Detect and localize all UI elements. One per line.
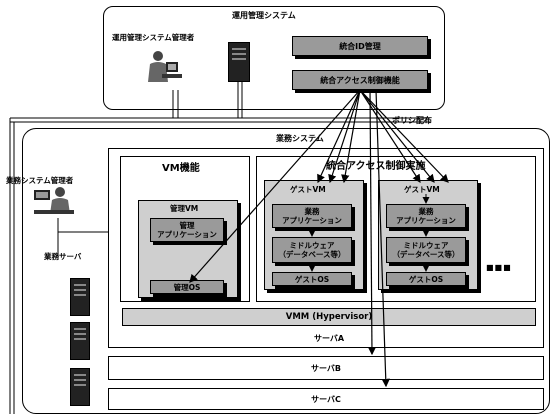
guest-vm-1-os-box: ゲストOS xyxy=(272,272,352,286)
guest-vm-title-2: ゲストVM xyxy=(404,185,440,194)
server-c-box: サーバC xyxy=(108,388,544,410)
access-control-enforcement-title: 統合アクセス制御実施 xyxy=(326,161,426,172)
guest-vm-title-1: ゲストVM xyxy=(290,185,326,194)
business-system-title: 業務システム xyxy=(276,134,324,143)
business-admin-label: 業務システム管理者 xyxy=(6,176,74,185)
policy-distribution-label: ポリシ配布 xyxy=(392,116,432,125)
business-server-icon-1 xyxy=(70,278,90,316)
management-app-box: 管理 アプリケーション xyxy=(150,218,224,242)
ops-admin-label: 運用管理システム管理者 xyxy=(112,33,195,42)
guest-vm-1-middleware-box: ミドルウェア （データベース等） xyxy=(272,237,352,263)
server-b-box: サーバB xyxy=(108,356,544,380)
business-server-icon-3 xyxy=(70,368,90,406)
business-system-frame xyxy=(22,128,550,414)
business-server-icon-2 xyxy=(70,322,90,360)
integrated-access-control-box: 統合アクセス制御機能 xyxy=(292,70,428,90)
server-a-label: サーバA xyxy=(314,334,345,343)
more-guest-vms-ellipsis: ■■■ xyxy=(486,263,512,272)
ops-server-icon xyxy=(228,42,250,82)
guest-vm-2-business-app-box: 業務 アプリケーション xyxy=(386,204,466,228)
vm-function-title: VM機能 xyxy=(162,163,200,174)
management-os-box: 管理OS xyxy=(150,280,224,294)
guest-vm-2-middleware-box: ミドルウェア （データベース等） xyxy=(386,237,466,263)
business-server-label: 業務サーバ xyxy=(44,252,82,261)
guest-vm-2-os-box: ゲストOS xyxy=(386,272,466,286)
guest-vm-1-business-app-box: 業務 アプリケーション xyxy=(272,204,352,228)
business-admin-person-icon xyxy=(34,187,74,214)
ops-admin-person-icon xyxy=(148,51,182,82)
integrated-id-management-box: 統合ID管理 xyxy=(292,36,428,56)
management-vm-title: 管理VM xyxy=(170,204,199,213)
ops-system-title: 運用管理システム xyxy=(232,11,296,20)
vmm-hypervisor-bar: VMM (Hypervisor) xyxy=(122,308,536,326)
